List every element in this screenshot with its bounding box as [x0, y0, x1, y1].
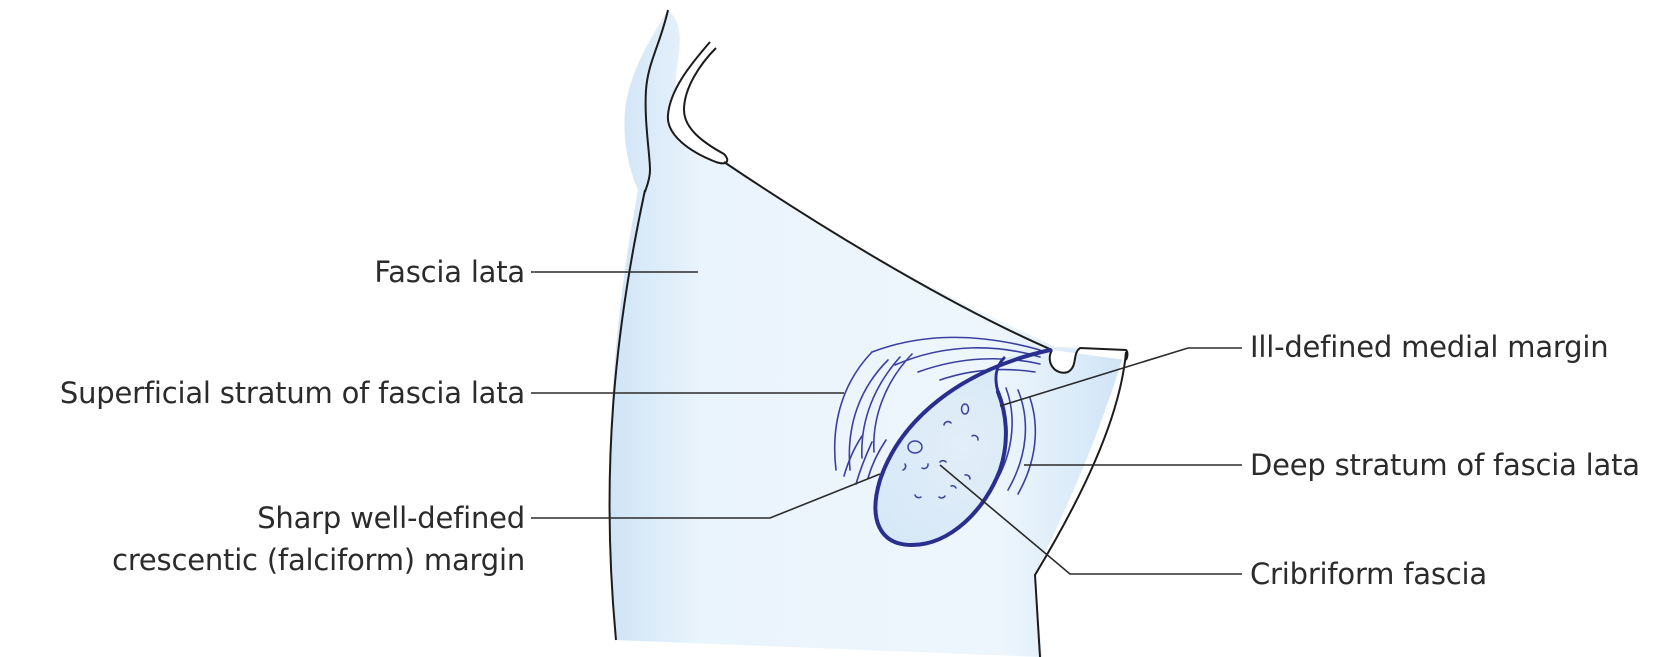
label-sharp-margin-line2: crescentic (falciform) margin — [112, 540, 525, 580]
fascia-lata-sheet — [609, 10, 1125, 657]
label-sharp-margin-line1: Sharp well-defined — [257, 498, 525, 538]
label-cribriform-fascia: Cribriform fascia — [1250, 554, 1487, 594]
label-deep-stratum: Deep stratum of fascia lata — [1250, 445, 1640, 485]
label-superficial-stratum: Superficial stratum of fascia lata — [60, 373, 525, 413]
label-ill-defined-margin: Ill-defined medial margin — [1250, 327, 1608, 367]
label-fascia-lata: Fascia lata — [374, 252, 525, 292]
